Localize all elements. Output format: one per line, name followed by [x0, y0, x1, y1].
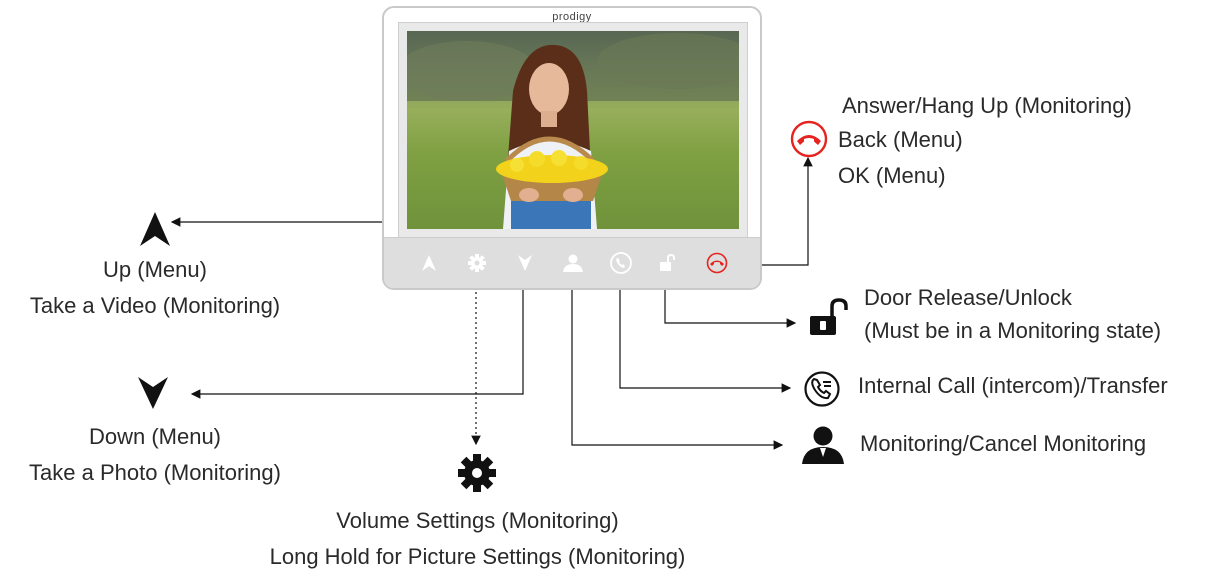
hangup-phone-icon	[706, 252, 728, 274]
down-label: Down (Menu) Take a Photo (Monitoring)	[0, 419, 310, 491]
door-connector	[664, 282, 797, 328]
person-icon	[563, 254, 583, 272]
settings-label: Volume Settings (Monitoring) Long Hold f…	[200, 503, 755, 575]
up-label: Up (Menu) Take a Video (Monitoring)	[0, 252, 310, 324]
control-button-strip	[384, 237, 760, 288]
gear-icon	[458, 454, 496, 492]
screen-bezel	[398, 22, 748, 240]
phone-transfer-icon	[804, 371, 840, 407]
arrow-up-icon	[140, 212, 170, 246]
hangup-phone-icon	[790, 120, 828, 158]
arrow-down-icon	[138, 377, 168, 409]
down-label-line-2: Take a Photo (Monitoring)	[29, 460, 281, 485]
answer-label-line-2: Back (Menu)	[838, 127, 963, 152]
door-release-button[interactable]	[656, 252, 678, 274]
up-button[interactable]	[418, 252, 440, 274]
down-button[interactable]	[514, 252, 536, 274]
settings-button[interactable]	[466, 252, 488, 274]
up-label-line-2: Take a Video (Monitoring)	[29, 293, 281, 318]
video-intercom-monitor: prodigy	[382, 6, 762, 290]
down-label-line-1: Down (Menu)	[88, 424, 222, 449]
door-label-line-1: Door Release/Unlock	[864, 285, 1072, 310]
monitor-screen	[407, 31, 739, 229]
intercom-label: Internal Call (intercom)/Transfer	[858, 373, 1168, 398]
monitoring-label: Monitoring/Cancel Monitoring	[860, 431, 1147, 456]
unlock-icon	[810, 298, 848, 335]
unlock-icon	[660, 253, 675, 271]
monitoring-button[interactable]	[562, 252, 584, 274]
answer-hangup-button[interactable]	[706, 252, 728, 274]
gear-icon	[468, 254, 486, 272]
arrow-down-icon	[518, 255, 532, 271]
intercom-connector	[619, 282, 792, 393]
answer-label-line-3: OK (Menu)	[838, 163, 946, 188]
person-icon	[802, 426, 844, 464]
down-connector	[190, 282, 524, 399]
monitoring-connector	[571, 282, 784, 450]
brand-logo: prodigy	[552, 11, 592, 23]
answer-label-line-1: Answer/Hang Up (Monitoring)	[842, 93, 1132, 118]
settings-label-line-1: Volume Settings (Monitoring)	[336, 508, 619, 533]
door-label-line-2: (Must be in a Monitoring state)	[864, 318, 1162, 343]
intercom-button[interactable]	[610, 252, 632, 274]
settings-label-line-2: Long Hold for Picture Settings (Monitori…	[269, 544, 686, 569]
arrow-up-icon	[422, 255, 436, 271]
up-label-line-1: Up (Menu)	[103, 257, 207, 282]
screen-image	[407, 31, 739, 229]
phone-transfer-icon	[610, 252, 632, 274]
